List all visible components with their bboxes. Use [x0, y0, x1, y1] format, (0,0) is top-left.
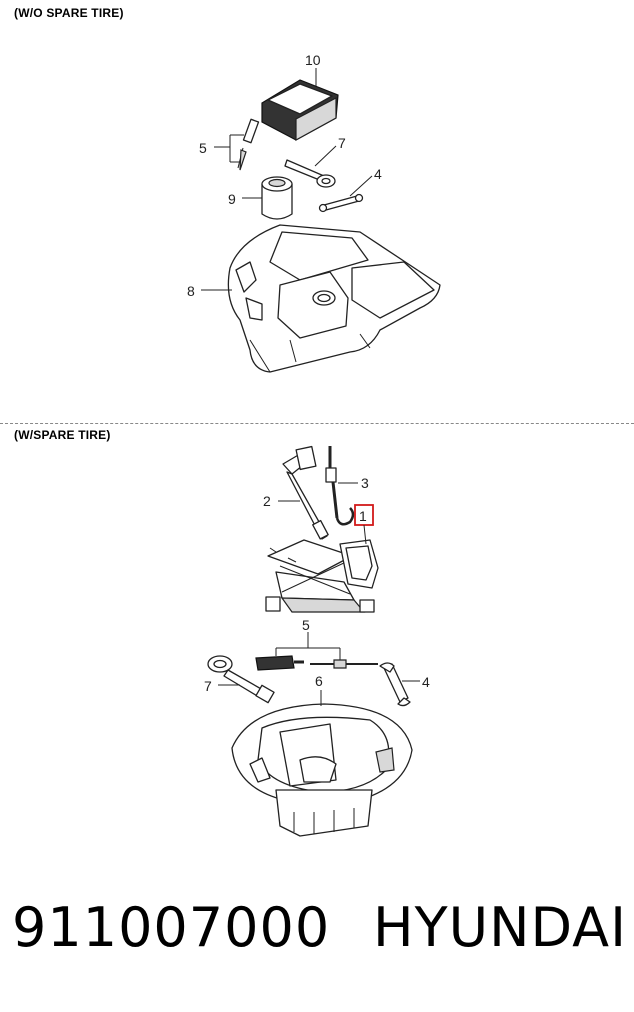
section-title-without-spare-tire: (W/O SPARE TIRE) [14, 6, 124, 20]
callout-bottom-3: 3 [361, 475, 369, 491]
section-title-with-spare-tire: (W/SPARE TIRE) [14, 428, 111, 442]
part-9-cylinder [261, 176, 293, 220]
part-7-tow-hook [284, 159, 336, 188]
part-5-screwdriver [255, 655, 378, 671]
callout-top-5: 5 [199, 140, 207, 156]
callout-top-4: 4 [374, 166, 382, 182]
part-4-wrench [318, 193, 364, 213]
callout-top-9: 9 [228, 191, 236, 207]
part-5-bits [237, 118, 260, 171]
callout-bottom-2: 2 [263, 493, 271, 509]
part-4-wrench-bottom [379, 662, 411, 707]
section-divider [0, 423, 634, 424]
callout-bottom-6: 6 [315, 673, 323, 689]
callout-bottom-5: 5 [302, 617, 310, 633]
callout-top-7: 7 [338, 135, 346, 151]
callout-top-8: 8 [187, 283, 195, 299]
callout-bottom-1: 1 [359, 508, 367, 524]
part-6-round-tray [231, 703, 413, 837]
parts-diagram: 10 5 7 4 9 8 [187, 52, 441, 837]
part-7-tow-hook-bottom [207, 655, 275, 704]
part-10-box [261, 79, 339, 142]
part-number: 911007000 [12, 896, 331, 959]
callout-top-10: 10 [305, 52, 321, 68]
callout-bottom-4: 4 [422, 674, 430, 690]
part-2-jack-handle [282, 445, 329, 540]
footer: 911007000 HYUNDAI [12, 896, 627, 959]
brand-name: HYUNDAI [372, 896, 627, 959]
part-3-crank-rod [325, 446, 355, 526]
part-1-scissor-jack [265, 539, 379, 613]
callout-bottom-7: 7 [204, 678, 212, 694]
part-8-luggage-tray [227, 224, 441, 373]
